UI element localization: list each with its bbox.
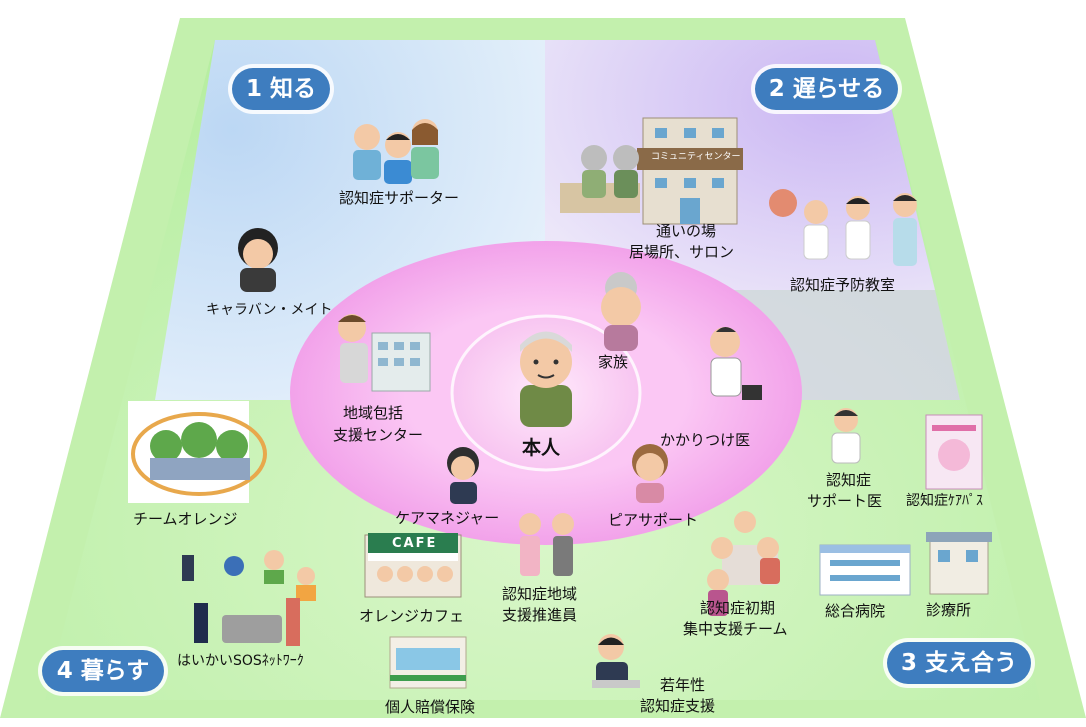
badge-delay: 2 遅らせる xyxy=(755,68,898,110)
insurance-label: 個人賠償保険 xyxy=(385,698,476,716)
clinic-label: 診療所 xyxy=(926,601,972,619)
support-doctor-label-line1: 認知症 xyxy=(826,471,872,489)
team-orange-label: チームオレンジ xyxy=(133,510,238,528)
promoter-label-line2: 支援推進員 xyxy=(502,606,578,624)
support-doctor-illustration xyxy=(831,408,861,464)
clinic-building xyxy=(926,532,992,595)
promoter-label-line1: 認知症地域 xyxy=(502,585,578,603)
family-label: 家族 xyxy=(598,353,629,371)
badge-live: 4 暮らす xyxy=(42,650,164,692)
elder-person-illustration xyxy=(520,331,572,427)
gathering-place-label-line1: 通いの場 xyxy=(656,222,717,240)
general-hospital-label: 総合病院 xyxy=(825,602,886,620)
general-hospital-building xyxy=(819,544,911,596)
gathering-place-label-line2: 居場所、サロン xyxy=(629,243,735,261)
cafe-sign: CAFE xyxy=(392,536,438,551)
orange-cafe-label: オレンジカフェ xyxy=(359,607,465,625)
sos-network-label: はいかいSOSﾈｯﾄﾜｰｸ xyxy=(177,653,304,669)
community-center-building xyxy=(637,117,743,225)
dementia-supporters-illustration xyxy=(353,119,439,184)
caravan-mate-illustration xyxy=(238,228,278,292)
center-person-label: 本人 xyxy=(522,437,561,459)
orange-cafe-illustration xyxy=(364,533,462,598)
regional-center-label-line1: 地域包括 xyxy=(343,404,404,422)
family-doctor-illustration xyxy=(710,327,762,400)
support-doctor-label-line2: サポート医 xyxy=(807,492,883,510)
prevention-class-illustration xyxy=(769,189,917,266)
peer-support-illustration xyxy=(632,444,668,503)
young-onset-label-line1: 若年性 xyxy=(660,676,706,694)
badge-know: 1 知る xyxy=(232,68,330,110)
young-onset-support-illustration xyxy=(592,634,640,688)
caravan-mate-label: キャラバン・メイト xyxy=(206,302,333,318)
care-path-label: 認知症ｹｱﾊﾟｽ xyxy=(906,493,983,509)
initial-team-label-line2: 集中支援チーム xyxy=(683,620,788,638)
initial-support-team-illustration xyxy=(707,511,780,616)
dementia-supporter-label: 認知症サポーター xyxy=(339,189,460,207)
family-doctor-label: かかりつけ医 xyxy=(660,431,751,449)
community-center-staff-illustration xyxy=(338,314,431,392)
badge-support: 3 支え合う xyxy=(887,642,1031,684)
train-illustration xyxy=(389,636,467,689)
family-illustration xyxy=(601,272,641,351)
care-manager-label: ケアマネジャー xyxy=(395,509,500,527)
team-orange-illustration xyxy=(128,401,267,503)
regional-center-label-line2: 支援センター xyxy=(333,426,424,444)
community-center-sign: コミュニティセンター xyxy=(651,152,741,162)
prevention-class-label: 認知症予防教室 xyxy=(790,276,896,294)
sos-network-illustration xyxy=(182,550,316,646)
peer-support-label: ピアサポート xyxy=(608,511,699,529)
care-manager-illustration xyxy=(447,447,479,504)
initial-team-label-line1: 認知症初期 xyxy=(700,599,776,617)
care-path-booklet xyxy=(925,414,983,490)
young-onset-label-line2: 認知症支援 xyxy=(640,697,716,715)
seated-elders-illustration xyxy=(560,145,640,213)
promoter-staff-illustration xyxy=(519,513,574,576)
